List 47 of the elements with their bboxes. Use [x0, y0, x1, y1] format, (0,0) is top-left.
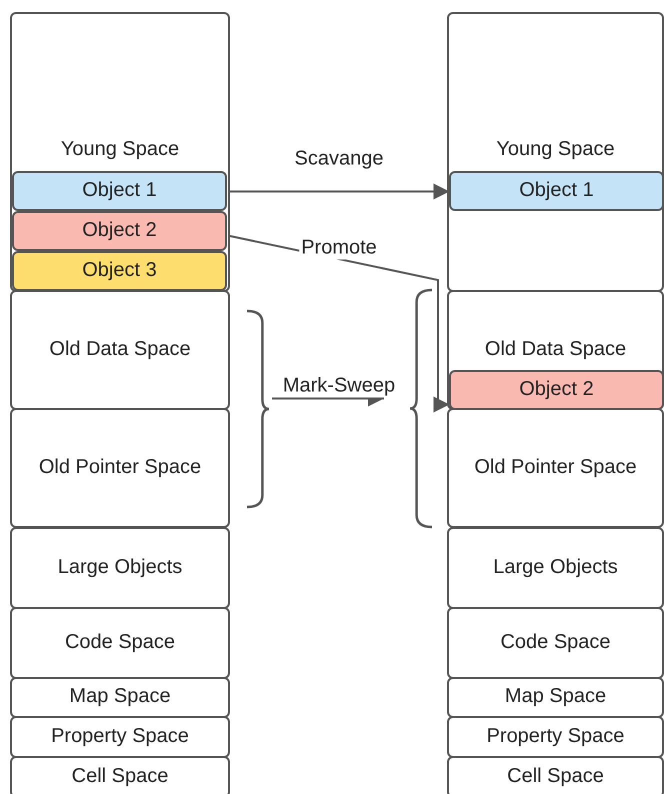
memory-space-block: [10, 12, 230, 292]
memory-space-block: [10, 716, 230, 758]
space-label: Young Space: [60, 138, 180, 161]
curly-brace: [408, 288, 432, 528]
memory-space-block: [10, 677, 230, 718]
edge-label: Promote: [299, 236, 379, 260]
memory-space-block: [10, 527, 230, 609]
space-label: Code Space: [64, 630, 176, 654]
space-label: Large Objects: [56, 556, 184, 578]
space-label: Cell Space: [506, 764, 605, 788]
object-label: Object 1: [518, 178, 595, 202]
space-label: Old Data Space: [48, 338, 192, 360]
space-label: Cell Space: [70, 764, 170, 788]
object-block: [12, 251, 227, 291]
space-label: Old Pointer Space: [473, 456, 638, 478]
memory-space-block: [447, 527, 664, 609]
object-label: Object 1: [81, 178, 158, 202]
memory-space-block: [447, 677, 664, 718]
object-block: [449, 171, 664, 211]
memory-space-block: [447, 607, 664, 679]
space-label: Property Space: [486, 724, 626, 748]
edge-label: Scavange: [292, 148, 386, 170]
object-block: [449, 370, 664, 410]
space-label: Young Space: [495, 138, 616, 161]
memory-space-block: [10, 408, 230, 528]
space-label: Map Space: [68, 685, 172, 708]
memory-space-block: [10, 756, 230, 794]
object-label: Object 2: [81, 218, 158, 242]
memory-space-block: [447, 12, 664, 292]
object-label: Object 2: [518, 378, 595, 400]
memory-space-block: [447, 756, 664, 794]
memory-space-block: [10, 290, 230, 410]
arrow: [228, 184, 450, 200]
space-label: Map Space: [504, 685, 608, 708]
curly-brace: [246, 310, 270, 508]
space-label: Large Objects: [492, 556, 619, 578]
object-block: [12, 171, 227, 211]
memory-space-block: [447, 716, 664, 758]
space-label: Property Space: [50, 724, 190, 748]
memory-space-block: [10, 607, 230, 679]
object-block: [12, 211, 227, 251]
memory-space-block: [447, 290, 664, 410]
object-label: Object 3: [81, 258, 158, 282]
space-label: Old Data Space: [484, 338, 628, 361]
space-label: Code Space: [499, 630, 612, 654]
memory-space-block: [447, 408, 664, 528]
space-label: Old Pointer Space: [38, 456, 202, 478]
